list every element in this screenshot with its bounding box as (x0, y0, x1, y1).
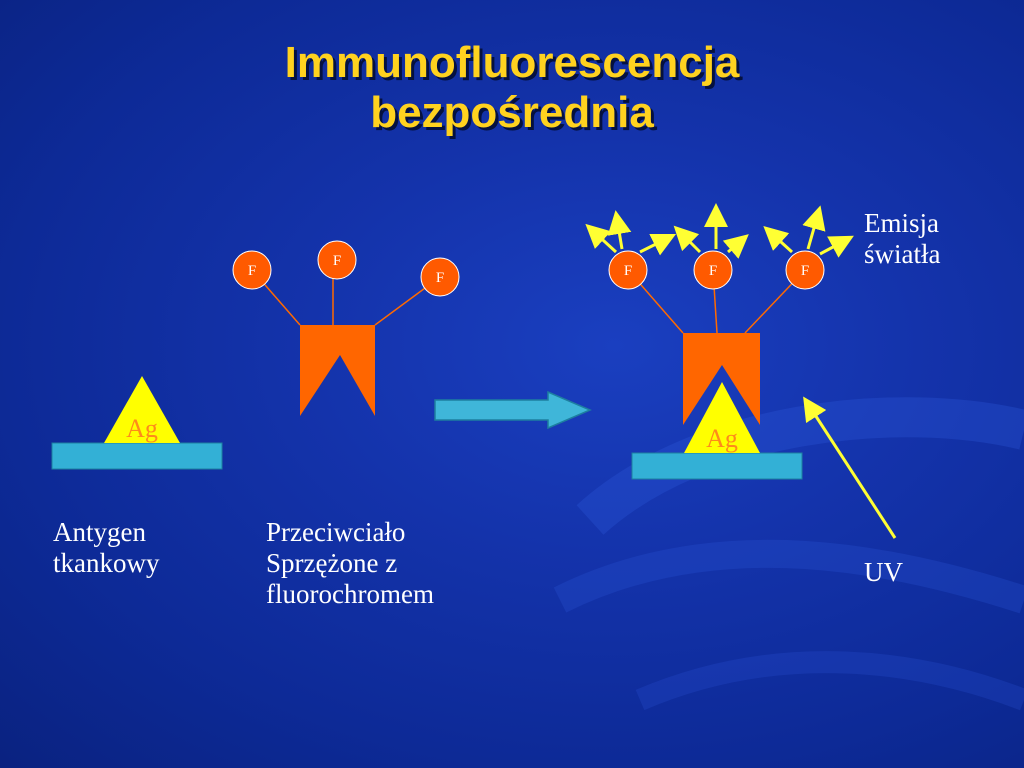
fluorochrome-circle (608, 250, 648, 290)
fluorochrome-label: F (801, 263, 809, 279)
antibody-caption-line-1: Przeciwciało (266, 517, 406, 547)
light-emission-arrows-icon (585, 203, 854, 259)
antibody-body (300, 325, 375, 416)
fluorochrome-label: F (248, 263, 256, 279)
fluorochrome-circle (232, 250, 272, 290)
uv-caption: UV (864, 557, 903, 587)
fluorochrome-circle (317, 240, 357, 280)
emission-caption-line-1: Emisja (864, 208, 939, 238)
fluorochrome-circle (693, 250, 733, 290)
uv-light-arrow-icon (803, 396, 897, 539)
process-arrow-icon (434, 390, 592, 430)
fluorochrome-label: F (333, 253, 341, 269)
title-line-2: bezpośrednia (370, 88, 654, 137)
antigen-label-right: Ag (706, 424, 738, 453)
antibody-caption-line-3: fluorochromem (266, 579, 434, 609)
fluorochrome-label: F (709, 263, 717, 279)
slide-title: Immunofluorescencja bezpośrednia (0, 38, 1024, 138)
antigen-caption: Antygen tkankowy (53, 517, 159, 579)
antibody-caption-line-2: Sprzężone z (266, 548, 398, 578)
fluorochrome-label: F (624, 263, 632, 279)
emission-caption-line-2: światła (864, 239, 941, 269)
antigen-caption-line-1: Antygen (53, 517, 146, 547)
title-line-1: Immunofluorescencja (284, 38, 740, 87)
fluorochrome-label: F (436, 270, 444, 286)
antigen-caption-line-2: tkankowy (53, 548, 160, 578)
tissue-slab-right (631, 452, 803, 480)
bound-antibody-body (683, 333, 760, 425)
fluorochrome-circle (420, 257, 460, 297)
emission-caption: Emisja światła (864, 208, 940, 270)
antibody-caption: Przeciwciało Sprzężone z fluorochromem (266, 517, 434, 610)
tissue-slab-left (51, 442, 223, 470)
fluorochrome-circle (785, 250, 825, 290)
antigen-triangle-left (104, 376, 180, 443)
antigen-label-left: Ag (126, 414, 158, 443)
antigen-triangle-right (684, 382, 760, 453)
